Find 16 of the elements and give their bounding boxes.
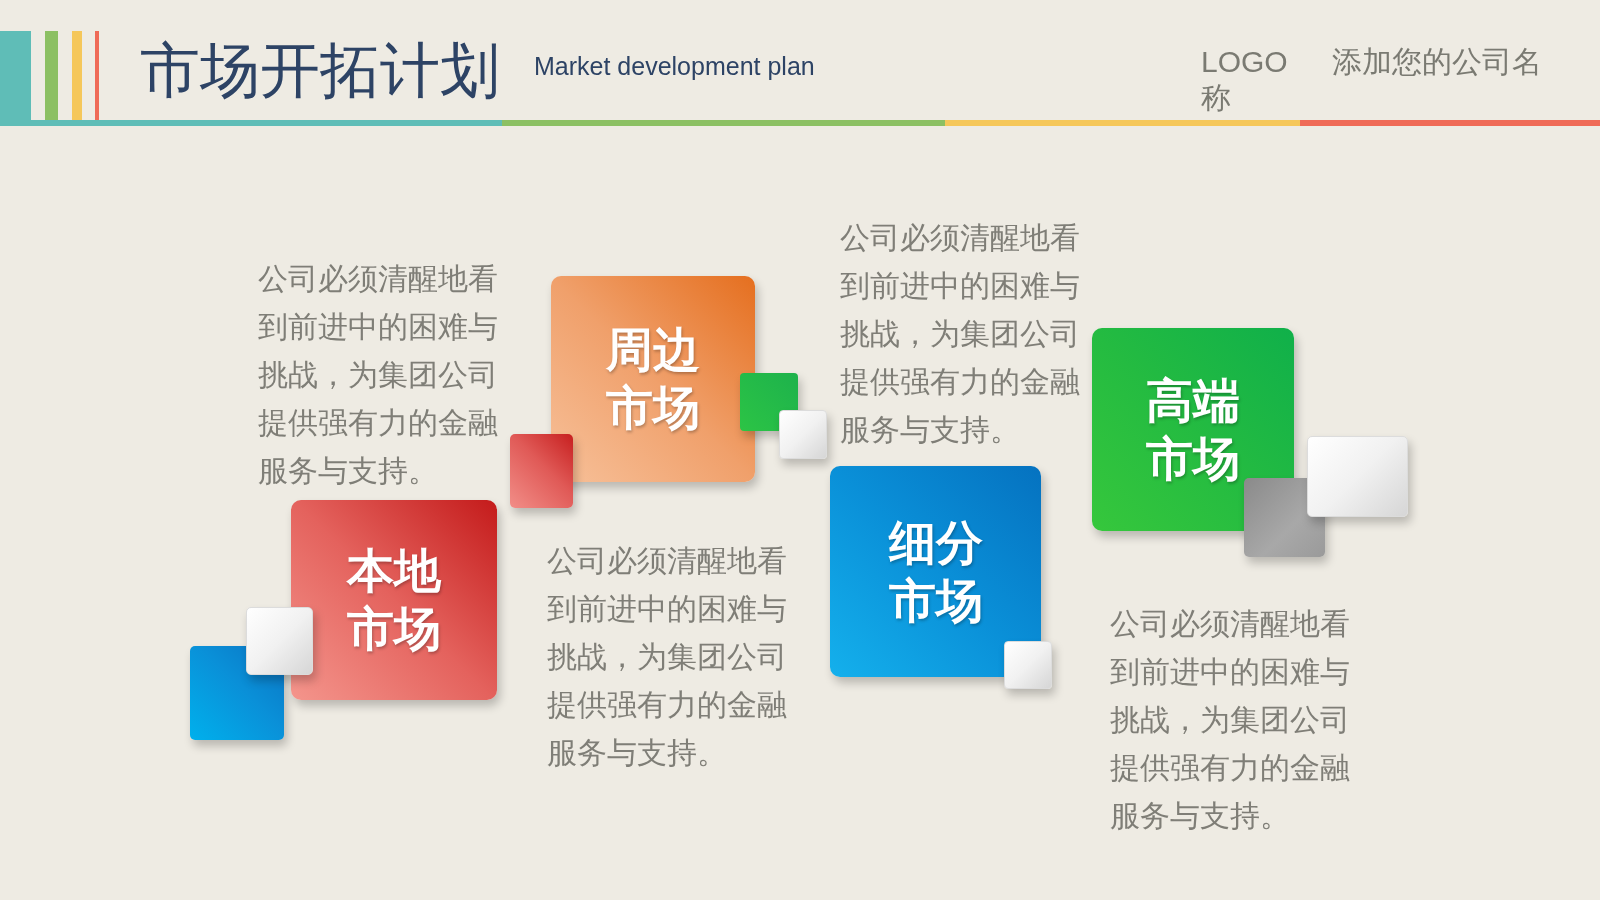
square-tile [246, 607, 313, 675]
description-text: 公司必须清醒地看到前进中的困难与挑战，为集团公司提供强有力的金融服务与支持。 [1110, 605, 1351, 835]
description-text: 公司必须清醒地看到前进中的困难与挑战，为集团公司提供强有力的金融服务与支持。 [547, 542, 788, 772]
subtitle-text: Market development plan [534, 51, 815, 82]
category-tile: 细分市场 [830, 466, 1041, 677]
category-tile: 周边市场 [551, 276, 755, 482]
description-text: 公司必须清醒地看到前进中的困难与挑战，为集团公司提供强有力的金融服务与支持。 [258, 260, 499, 490]
description-text: 公司必须清醒地看到前进中的困难与挑战，为集团公司提供强有力的金融服务与支持。 [840, 219, 1081, 449]
square-tile [1307, 436, 1408, 517]
square-tile [510, 434, 573, 508]
category-tile: 高端市场 [1092, 328, 1294, 531]
company-name-text: LOGO 添加您的公司名称 [1201, 44, 1544, 116]
category-tile: 本地市场 [291, 500, 497, 700]
square-tile [1004, 641, 1052, 689]
square-tile [779, 410, 827, 459]
slide-title: 市场开拓计划 [140, 39, 500, 101]
